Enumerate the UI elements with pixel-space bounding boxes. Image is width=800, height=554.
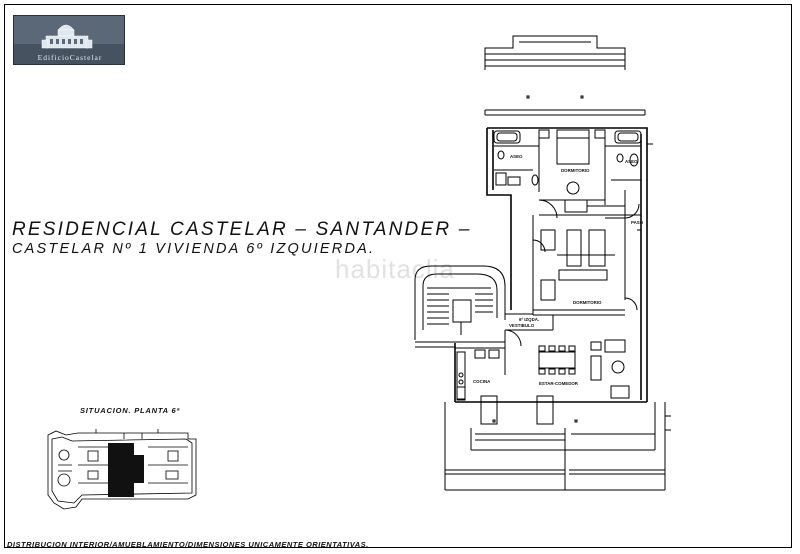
room-label-cocina: COCINA — [473, 379, 491, 384]
room-label-aseo-right: ASEO — [625, 159, 638, 164]
stair-core — [414, 265, 506, 348]
title-line-2: CASTELAR Nº 1 VIVIENDA 6º IZQUIERDA. — [12, 241, 376, 257]
title-line-1: RESIDENCIAL CASTELAR – SANTANDER – — [12, 219, 472, 240]
living-dining — [538, 339, 630, 399]
top-terrace — [484, 35, 646, 116]
bottom-terraces — [444, 395, 671, 491]
building-logo-icon — [14, 16, 124, 64]
room-label-unit: 6º IZQDA. — [519, 317, 539, 322]
room-label-dormitorio-bottom: DORMITORIO — [573, 300, 602, 305]
room-label-paso: PASO — [631, 220, 644, 225]
watermark: habitaclia — [335, 254, 455, 284]
unit-highlight — [108, 443, 134, 497]
apartment-floor-plan: ASEO ASEO DORMITORIO PASO DORMITORIO 6º … — [414, 35, 671, 491]
top-bedroom — [538, 129, 641, 219]
kitchen — [455, 330, 506, 401]
situation-plan — [47, 429, 197, 510]
edificio-castelar-logo: EdificioCastelar — [13, 15, 125, 65]
left-bathroom — [493, 130, 540, 192]
apartment-outer-walls — [454, 127, 648, 403]
room-label-aseo-left: ASEO — [510, 154, 523, 159]
situation-label: SITUACION. PLANTA 6ª — [80, 406, 181, 415]
corridor — [605, 190, 640, 311]
sheet-frame — [4, 4, 792, 548]
bottom-bedroom — [532, 215, 641, 316]
disclaimer-footer: DISTRIBUCION INTERIOR/AMUEBLAMIENTO/DIME… — [7, 540, 369, 549]
room-label-dormitorio-top: DORMITORIO — [561, 168, 590, 173]
right-bathroom — [604, 130, 653, 205]
entrance-hall — [504, 313, 554, 347]
room-label-estar-comedor: ESTAR-COMEDOR — [539, 381, 579, 386]
logo-caption: EdificioCastelar — [37, 53, 103, 62]
room-label-vestibulo: VESTIBULO — [509, 323, 535, 328]
